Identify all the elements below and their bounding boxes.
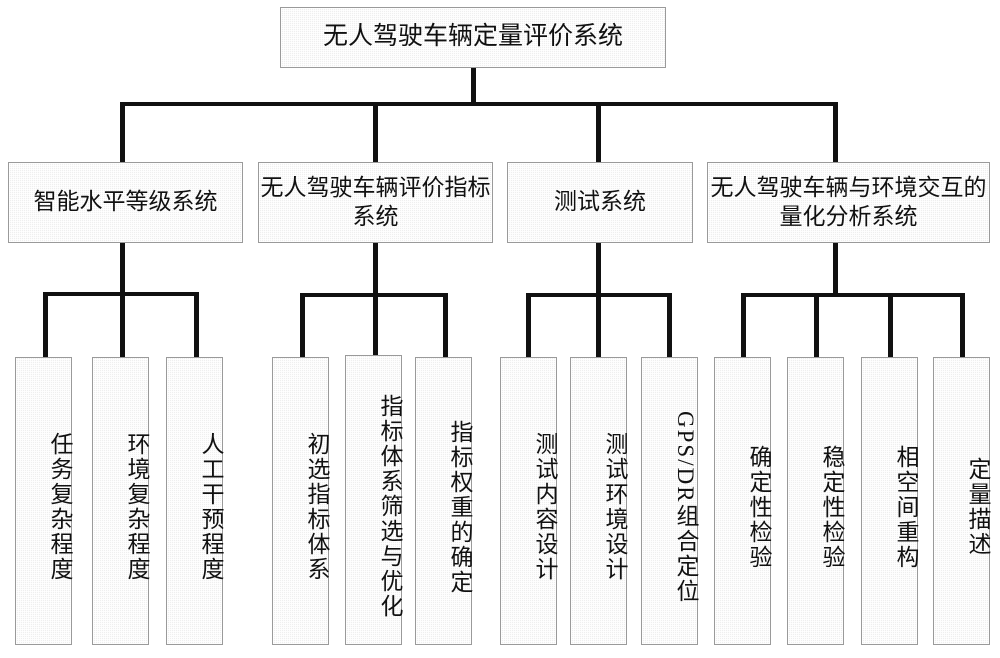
connector-group4-drop (833, 243, 838, 297)
leaf-node-label: 指标体系筛选与优化 (377, 393, 402, 619)
connector-level2-drop-4 (833, 102, 838, 162)
leaf-node-label: 初选指标体系 (304, 432, 329, 582)
leaf-node-gps-dr-integrated-positioning: GPS/DR组合定位 (641, 357, 698, 645)
leaf-node-label: GPS/DR组合定位 (673, 410, 698, 604)
leaf-node-index-screening-optimization: 指标体系筛选与优化 (345, 355, 402, 645)
connector-group4-leaf-4 (960, 293, 965, 357)
connector-level2-drop-3 (596, 102, 601, 162)
connector-level2-drop-2 (373, 102, 378, 162)
level2-node-label: 测试系统 (554, 189, 646, 215)
leaf-node-label: 定量描述 (965, 457, 990, 557)
connector-group1-drop (120, 243, 125, 296)
connector-group2-leaf-1 (300, 293, 305, 357)
leaf-node-label: 环境复杂程度 (124, 432, 149, 582)
connector-root-drop (471, 68, 476, 105)
level2-node-evaluation-index-system: 无人驾驶车辆评价指标系统 (258, 162, 493, 243)
level2-node-intelligence-grade-system: 智能水平等级系统 (8, 162, 243, 243)
connector-group1-leaf-1 (43, 292, 48, 358)
connector-group1-leaf-3 (194, 292, 199, 358)
leaf-node-label: 测试环境设计 (602, 432, 627, 582)
connector-group2-leaf-2 (373, 293, 378, 355)
level2-node-test-system: 测试系统 (507, 162, 693, 243)
leaf-node-manual-intervention-degree: 人工干预程度 (166, 357, 223, 645)
leaf-node-label: 指标权重的确定 (447, 419, 472, 595)
connector-group3-leaf-1 (526, 293, 531, 357)
connector-group4-leaf-2 (814, 293, 819, 357)
connector-group1-leaf-2 (120, 292, 125, 358)
level2-node-environment-interaction-analysis-system: 无人驾驶车辆与环境交互的量化分析系统 (707, 162, 990, 243)
connector-group4-bus (742, 293, 964, 297)
connector-level2-drop-1 (120, 102, 125, 162)
leaf-node-label: 确定性检验 (746, 444, 771, 570)
connector-group3-leaf-3 (667, 293, 672, 357)
level2-node-label: 智能水平等级系统 (33, 189, 218, 215)
connector-group3-leaf-2 (596, 293, 601, 357)
connector-group2-drop (373, 243, 378, 297)
connector-level2-bus (122, 102, 837, 106)
leaf-node-environment-complexity: 环境复杂程度 (92, 357, 149, 645)
leaf-node-label: 任务复杂程度 (47, 432, 72, 582)
leaf-node-test-content-design: 测试内容设计 (500, 357, 557, 645)
leaf-node-label: 测试内容设计 (532, 432, 557, 582)
root-node: 无人驾驶车辆定量评价系统 (280, 7, 666, 68)
leaf-node-quantitative-description: 定量描述 (933, 357, 990, 645)
leaf-node-stability-test: 稳定性检验 (787, 357, 844, 645)
leaf-node-label: 人工干预程度 (198, 432, 223, 582)
connector-group3-drop (596, 243, 601, 297)
leaf-node-test-environment-design: 测试环境设计 (570, 357, 627, 645)
connector-group4-leaf-3 (888, 293, 893, 357)
level2-node-label: 无人驾驶车辆评价指标系统 (260, 175, 491, 229)
leaf-node-label: 相空间重构 (893, 444, 918, 570)
leaf-node-label: 稳定性检验 (819, 444, 844, 570)
connector-group2-leaf-3 (443, 293, 448, 357)
leaf-node-index-weight-determination: 指标权重的确定 (415, 357, 472, 645)
leaf-node-phase-space-reconstruction: 相空间重构 (861, 357, 918, 645)
level2-node-label: 无人驾驶车辆与环境交互的量化分析系统 (710, 175, 987, 229)
leaf-node-task-complexity: 任务复杂程度 (15, 357, 72, 645)
leaf-node-determinacy-test: 确定性检验 (714, 357, 771, 645)
root-node-label: 无人驾驶车辆定量评价系统 (322, 23, 623, 51)
leaf-node-preliminary-index-system: 初选指标体系 (272, 357, 329, 645)
connector-group4-leaf-1 (741, 293, 746, 357)
